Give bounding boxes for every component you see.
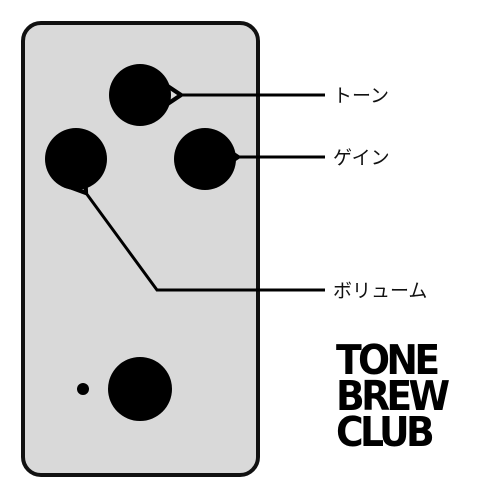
gain-label: ゲイン — [333, 147, 390, 169]
footswitch[interactable] — [108, 357, 172, 421]
logo-line-2: BREW — [336, 372, 450, 420]
volume-arrow — [63, 169, 325, 292]
tone-label: トーン — [333, 85, 390, 107]
tone-knob[interactable] — [109, 64, 171, 126]
brand-logo: TONE BREW CLUB — [336, 336, 450, 456]
logo-line-3: CLUB — [336, 408, 435, 456]
gain-knob[interactable] — [174, 128, 236, 190]
led-indicator — [77, 383, 89, 395]
volume-knob[interactable] — [45, 128, 107, 190]
volume-label: ボリューム — [333, 280, 428, 302]
logo-line-1: TONE — [336, 336, 440, 384]
